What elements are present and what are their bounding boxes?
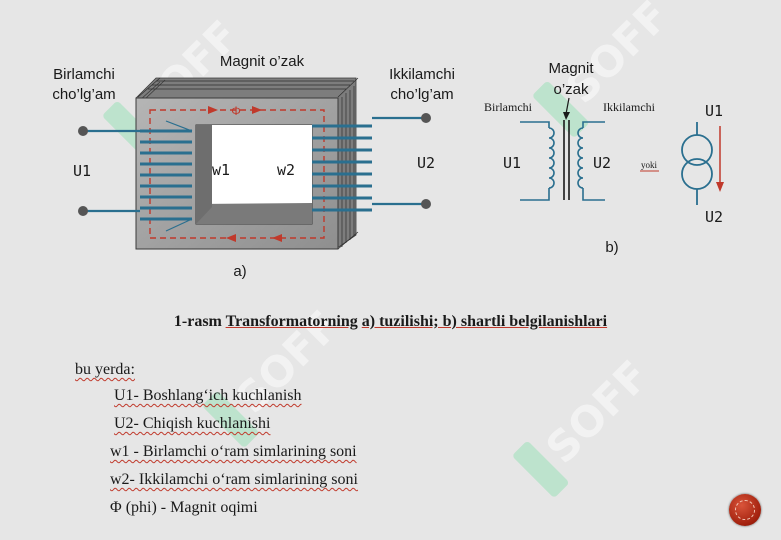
figure-a-tag: a) (233, 263, 246, 280)
core-window (196, 125, 312, 224)
caption-parts: a) tuzilishi; b) shartli belgilanishlari (361, 313, 608, 330)
primary-terminal-top (78, 126, 88, 136)
caption-title: Transformatorning (225, 313, 358, 330)
legend-item-w1: w1 - Birlamchi o‘ram simlarining soni (110, 443, 357, 460)
svg-text:SOFF: SOFF (536, 351, 658, 473)
core-label: Magnit o’zak (220, 53, 305, 70)
primary-winding-label-line2: cho’lg’am (52, 86, 115, 103)
alt-input-voltage: U1 (705, 102, 723, 120)
or-label: yoki (641, 160, 658, 170)
legend-item-u1: U1- Boshlang‘ich kuchlanish (114, 387, 302, 404)
figure-caption: 1-rasm Transformatorning a) tuzilishi; b… (0, 313, 781, 331)
secondary-winding-label-line2: cho’lg’am (390, 86, 453, 103)
secondary-leads (372, 113, 431, 209)
input-voltage-label: U1 (73, 162, 91, 180)
output-voltage-label: U2 (417, 154, 435, 172)
secondary-terminal-bottom (421, 199, 431, 209)
legend-item-u2: U2- Chiqish kuchlanishi (114, 415, 271, 432)
secondary-turns-label: w2 (277, 161, 295, 179)
legend-item-w2: w2- Ikkilamchi o‘ram simlarining soni (110, 471, 358, 488)
alt-output-voltage: U2 (705, 208, 723, 226)
secondary-coil-symbol (577, 121, 605, 201)
secondary-winding (312, 124, 372, 212)
primary-winding (140, 129, 192, 221)
alt-transformer-symbol (681, 122, 713, 205)
secondary-symbol-label: Ikkilamchi (603, 100, 656, 114)
figure-b: Magnit o’zak Birlamchi Ikkilamchi U1 U2 … (484, 60, 724, 256)
primary-winding-label-line1: Birlamchi (53, 66, 115, 83)
symbol-output-voltage: U2 (593, 154, 611, 172)
caption-prefix: 1-rasm (173, 313, 222, 330)
primary-terminal-bottom (78, 206, 88, 216)
figure-a: Φ (52, 53, 455, 280)
core-symbol-label-line2: o’zak (553, 81, 589, 98)
core-symbol-lines (563, 120, 570, 200)
nav-ring-icon (735, 500, 755, 520)
legend-item-phi: Φ (phi) - Magnit oqimi (110, 499, 258, 516)
primary-turns-label: w1 (212, 161, 230, 179)
primary-symbol-label: Birlamchi (484, 100, 533, 114)
flux-symbol: Φ (231, 104, 241, 118)
slide-nav-button[interactable] (729, 494, 761, 526)
figure-b-tag: b) (605, 239, 618, 256)
legend-intro: bu yerda: (75, 361, 135, 378)
secondary-winding-label-line1: Ikkilamchi (389, 66, 455, 83)
primary-leads (78, 126, 140, 216)
symbol-input-voltage: U1 (503, 154, 521, 172)
secondary-terminal-top (421, 113, 431, 123)
core-symbol-label-line1: Magnit (548, 60, 594, 77)
primary-coil-symbol (520, 121, 555, 201)
